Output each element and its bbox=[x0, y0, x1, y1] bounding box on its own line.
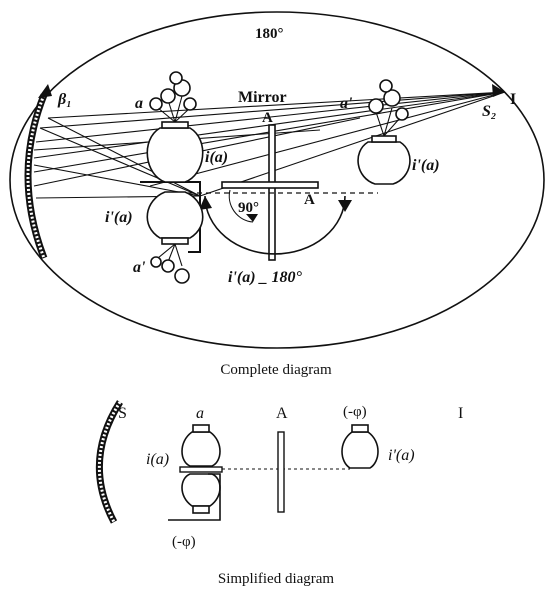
caption-complete: Complete diagram bbox=[220, 362, 332, 378]
rotation-arc bbox=[204, 195, 346, 255]
label-i-prime-a-simplified: i'(a) bbox=[388, 447, 415, 464]
label-180-top: 180° bbox=[255, 26, 284, 42]
vase-image-inverted bbox=[146, 191, 204, 284]
label-I: I bbox=[510, 91, 516, 108]
vase-image-right bbox=[357, 79, 411, 185]
label-A-horizontal: A bbox=[304, 192, 315, 208]
angle-arrow bbox=[246, 214, 258, 222]
vase-simplified-right bbox=[341, 424, 379, 469]
label-S: S bbox=[118, 405, 127, 422]
angle-arc-90 bbox=[228, 189, 254, 223]
label-i-prime-a-left: i'(a) bbox=[105, 209, 133, 226]
label-A-simplified: A bbox=[276, 405, 288, 422]
label-a-simplified: a bbox=[196, 405, 204, 422]
label-A-vertical: A bbox=[262, 110, 273, 126]
label-rotation: i'(a) _ 180° bbox=[228, 269, 303, 286]
label-a-prime-bottom: a' bbox=[133, 259, 146, 276]
bracket-simplified bbox=[168, 473, 221, 521]
ray-arrow-right bbox=[492, 84, 505, 97]
curved-screen-left bbox=[24, 93, 48, 260]
rotation-arrow-right bbox=[338, 200, 352, 212]
mirror-horizontal bbox=[221, 181, 319, 189]
label-i-a-object: i(a) bbox=[205, 149, 228, 166]
label-mirror: Mirror bbox=[238, 89, 287, 106]
label-I-simplified: I bbox=[458, 405, 463, 422]
curved-screen-simplified bbox=[95, 400, 123, 524]
caption-simplified: Simplified diagram bbox=[218, 571, 335, 587]
vase-simplified-inverted bbox=[181, 473, 221, 514]
simplified-diagram: S a A (-φ) I i(a) i'(a) (-φ) Simplified … bbox=[95, 400, 463, 587]
label-a-prime-top: a' bbox=[340, 95, 353, 112]
mirror-simplified-horizontal bbox=[179, 466, 223, 473]
label-i-a-simplified: i(a) bbox=[146, 451, 169, 468]
vase-object-a bbox=[146, 71, 204, 183]
label-a-object: a bbox=[135, 95, 143, 112]
rotation-arrow-left bbox=[199, 196, 212, 210]
label-phi-bottom: (-φ) bbox=[172, 534, 196, 550]
label-i-prime-a-right: i'(a) bbox=[412, 157, 440, 174]
mirror-simplified-vertical bbox=[277, 431, 285, 513]
complete-diagram: 180° Mirror A A 90° i'(a) _ 180° β₁ I S₂… bbox=[9, 11, 545, 378]
ray-arrow-left bbox=[38, 84, 52, 98]
label-phi-top: (-φ) bbox=[343, 404, 367, 420]
outer-ellipse bbox=[9, 11, 545, 349]
label-90-degrees: 90° bbox=[238, 200, 259, 216]
label-S2: S₂ bbox=[482, 103, 496, 120]
label-beta1: β₁ bbox=[57, 91, 72, 108]
vase-simplified-a bbox=[181, 424, 221, 467]
